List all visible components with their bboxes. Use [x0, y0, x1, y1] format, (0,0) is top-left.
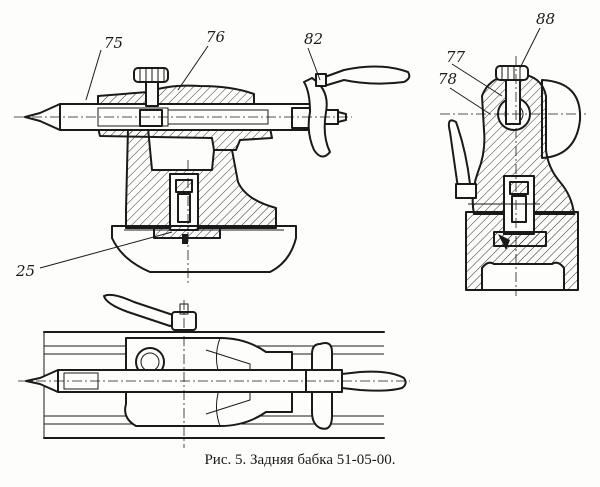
quill-housing	[97, 84, 255, 107]
callout-labels: 75 76 82 25 77 78 88	[15, 10, 555, 280]
leader-lines	[39, 27, 541, 269]
plan-lever	[103, 293, 179, 327]
end-lock-knob	[495, 65, 529, 81]
callout-77: 77	[446, 48, 466, 66]
callout-75: 75	[104, 34, 123, 52]
center-point	[24, 103, 61, 131]
side-handle	[321, 65, 411, 87]
side-section-view	[14, 65, 411, 284]
rear-disc	[541, 79, 582, 159]
callout-88: 88	[536, 10, 555, 28]
end-lever	[447, 119, 471, 195]
plan-view	[18, 293, 410, 448]
callout-25: 25	[15, 262, 35, 280]
callout-82: 82	[304, 30, 323, 48]
tailstock-body	[125, 127, 277, 229]
callout-76: 76	[206, 28, 226, 46]
figure-caption: Рис. 5. Задняя бабка 51-05-00.	[204, 452, 396, 468]
end-section-view	[440, 56, 586, 296]
lock-knob	[133, 67, 169, 83]
lock-screw	[145, 79, 159, 107]
callout-78: 78	[438, 70, 457, 88]
